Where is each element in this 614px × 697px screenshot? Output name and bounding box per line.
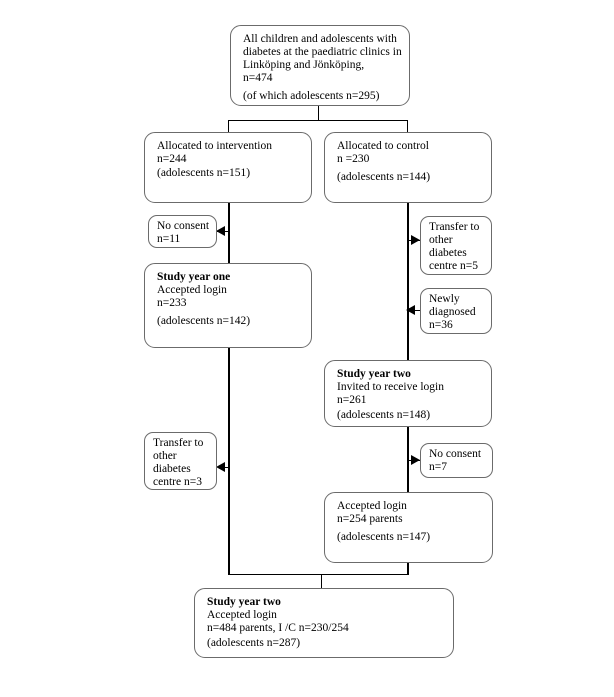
node-text-line: n=233 [157,297,187,309]
node-note-line: (adolescents n=144) [337,171,431,183]
node-text-line: n=474 [243,72,273,84]
connector-population-split [318,106,319,120]
node-text-line: n=261 [337,394,367,406]
arrowhead-left-icon [216,462,225,472]
node-text-line: other [153,450,177,462]
node-text-line: n=11 [157,233,181,245]
node-text-line: n=254 parents [337,513,403,525]
node-text-line: n=7 [429,461,447,473]
connector-accepted-merge [407,563,409,575]
node-note-line: (adolescents n=151) [157,167,251,179]
arrowhead-right-icon [411,455,420,465]
node-text-line: centre n=5 [429,260,478,272]
node-text-line: No consent [157,220,210,232]
node-text-line: n=244 [157,153,187,165]
node-text-line: centre n=3 [153,476,202,488]
node-text-line: Transfer to [153,437,204,449]
connector-control-year2 [407,203,409,360]
node-text-line: Transfer to [429,221,480,233]
connector-to-control [407,120,408,132]
node-invited-year2: Study year two Invited to receive login … [324,360,492,427]
node-transfer-out-3: Transfer to other diabetes centre n=3 [144,432,217,490]
connector-merge-horizontal [228,574,409,575]
node-intervention: Allocated to intervention n=244 (adolesc… [144,132,312,203]
node-note-line: (of which adolescents n=295) [243,90,380,102]
node-text-line: Invited to receive login [337,381,444,393]
connector-to-intervention [228,120,229,132]
connector-intervention-year1 [228,203,230,263]
node-transfer-out-5: Transfer to other diabetes centre n=5 [420,216,492,275]
node-text-line: Allocated to intervention [157,140,272,152]
connector-split-horizontal [228,120,408,121]
node-final-year2: Study year two Accepted login n=484 pare… [194,588,454,658]
node-text-line: n=484 parents, I /C n=230/254 [207,622,349,634]
node-text-line: diabetes at the paediatric clinics in [243,46,402,58]
node-note-line: (adolescents n=287) [207,637,301,649]
node-text-line: other [429,234,453,246]
node-text-line: Linköping and Jönköping, [243,59,365,71]
arrowhead-left-icon [406,305,415,315]
node-title: Study year one [157,271,231,283]
node-text-line: Accepted login [157,284,227,296]
connector-invited-accepted [407,427,409,492]
node-text-line: All children and adolescents with [243,33,397,45]
node-note-line: (adolescents n=147) [337,531,431,543]
node-text-line: Accepted login [337,500,407,512]
node-no-consent-year2: No consent n=7 [420,443,493,478]
node-text-line: diagnosed [429,306,476,318]
connector-year1-final [228,348,230,575]
node-population: All children and adolescents with diabet… [230,25,410,106]
node-text-line: Accepted login [207,609,277,621]
node-study-year-one: Study year one Accepted login n=233 (ado… [144,263,312,348]
node-note-line: (adolescents n=142) [157,315,251,327]
node-text-line: Allocated to control [337,140,429,152]
node-accepted-control: Accepted login n=254 parents (adolescent… [324,492,493,563]
node-control: Allocated to control n =230 (adolescents… [324,132,492,203]
node-no-consent-year1: No consent n=11 [148,215,217,248]
node-newly-diagnosed: Newly diagnosed n=36 [420,288,492,334]
node-text-line: n =230 [337,153,370,165]
node-text-line: diabetes [153,463,191,475]
node-text-line: n=36 [429,319,453,331]
arrowhead-left-icon [216,226,225,236]
node-text-line: Newly [429,293,460,305]
connector-merge-final [321,574,322,588]
node-title: Study year two [207,596,281,608]
node-title: Study year two [337,368,411,380]
node-text-line: diabetes [429,247,467,259]
arrowhead-right-icon [411,235,420,245]
node-note-line: (adolescents n=148) [337,409,431,421]
node-text-line: No consent [429,448,482,460]
